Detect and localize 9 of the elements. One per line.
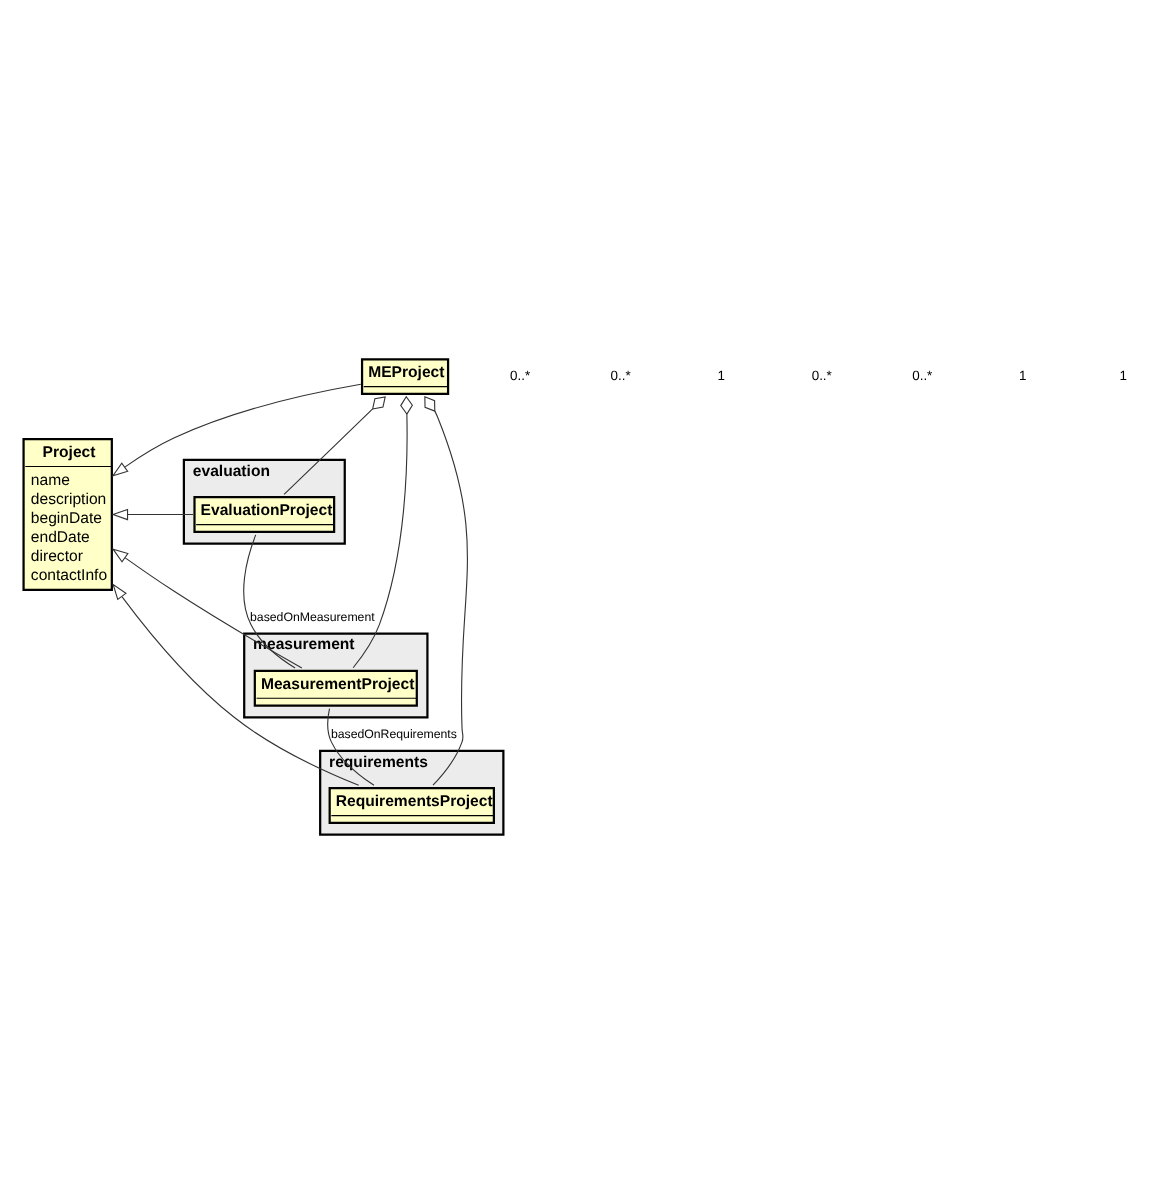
connector (424, 396, 468, 786)
arrow (111, 383, 362, 477)
arrow (111, 548, 303, 669)
arrow (111, 508, 194, 521)
connector (327, 708, 375, 786)
arrow (112, 583, 360, 786)
connector (283, 396, 386, 495)
connector (243, 534, 296, 669)
connector (352, 395, 414, 669)
